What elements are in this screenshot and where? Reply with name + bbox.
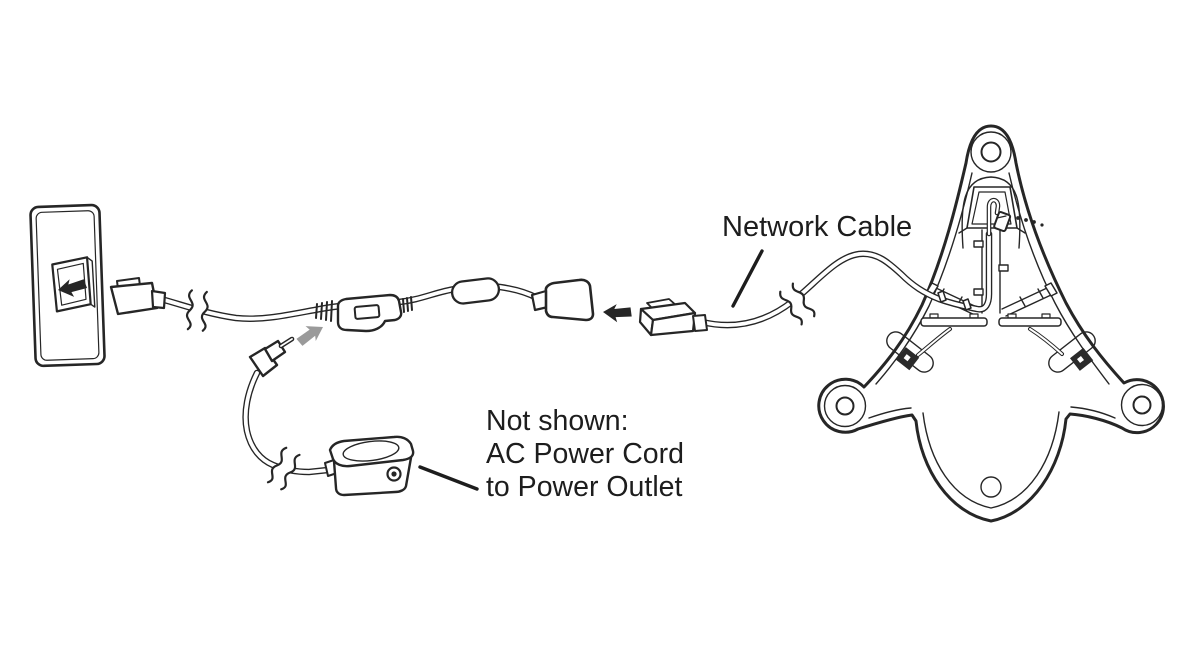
plug-elbow [248,346,279,378]
phone-inner-line-bottom-right [1070,406,1116,419]
power-barrel-plug [248,336,295,378]
mic-element-slot [1077,356,1085,364]
plug-into-coupler-arrow-icon [602,303,633,324]
dotted-leader [1016,216,1044,227]
cable-cavity-inner [971,191,1012,225]
leg-hole-right [1132,395,1152,415]
wall-plate-inner-line [35,210,100,361]
microphone-right [1028,327,1096,373]
phone-inner-line-bottom-left [868,407,912,419]
rj45-coupler [530,278,595,322]
plug-pin-highlight [280,338,293,347]
leg-disc-right [1120,383,1164,427]
power-insertion-unit [315,293,413,333]
cross-strip [920,313,1062,327]
rj45-plug-phone-end [638,298,708,337]
leg-hole-left [835,396,855,416]
network-cable-label: Network Cable [722,211,912,243]
power-adapter [324,435,415,497]
cable-break-icon [184,289,211,333]
plug-into-unit-arrow-icon [293,319,328,349]
cable-connector [993,211,1012,233]
adapter-top-face [328,435,415,468]
adapter-top-oval [342,440,400,462]
rj45-plug-wall [109,277,167,316]
strain-relief-left [315,300,333,322]
rj45-boot [692,314,708,332]
cable-clip [962,298,972,311]
conference-phone-bottom-view [817,124,1165,523]
phone-speaker-bowl-inner-line [922,411,1060,509]
cable-connector-detail [996,215,1007,219]
cable-clip [973,240,984,248]
strain-relief-right [402,296,413,313]
adapter-port-center [391,471,397,477]
coupler-body [544,278,595,322]
wall-jack-edge [86,256,96,308]
wall-jack-opening [56,262,87,306]
cable-clip [998,264,1009,272]
unit-port [353,304,381,320]
microphone-left [886,327,952,373]
not-shown-note: Not shown: AC Power Cord to Power Outlet [486,405,684,503]
note-line-3: to Power Outlet [486,471,683,503]
leg-disc-top [970,131,1012,173]
ferrite-bead [450,277,501,305]
leg-hole-top [980,141,1002,163]
cable-clip [973,288,984,296]
leg-disc-left [823,384,867,428]
power-cord [242,369,332,476]
phone-outline [817,124,1165,523]
bottom-screw-hole [980,476,1002,498]
mic-element-slot [903,354,911,362]
rj45-side-face [649,311,697,337]
cavity-shelf-flares [958,227,1026,234]
note-line-2: AC Power Cord [486,438,684,470]
channel-arm-right [1001,282,1058,317]
network-cable-leader-line [731,249,764,308]
rj45-body [109,281,159,316]
cavity-arch [961,176,1021,249]
rj45-boot [150,289,167,310]
adapter-leader-line [418,465,479,491]
network-cable [698,230,993,329]
cable-clip [937,290,947,303]
note-line-1: Not shown: [486,405,629,437]
cavity-cable-loop [986,197,1012,237]
